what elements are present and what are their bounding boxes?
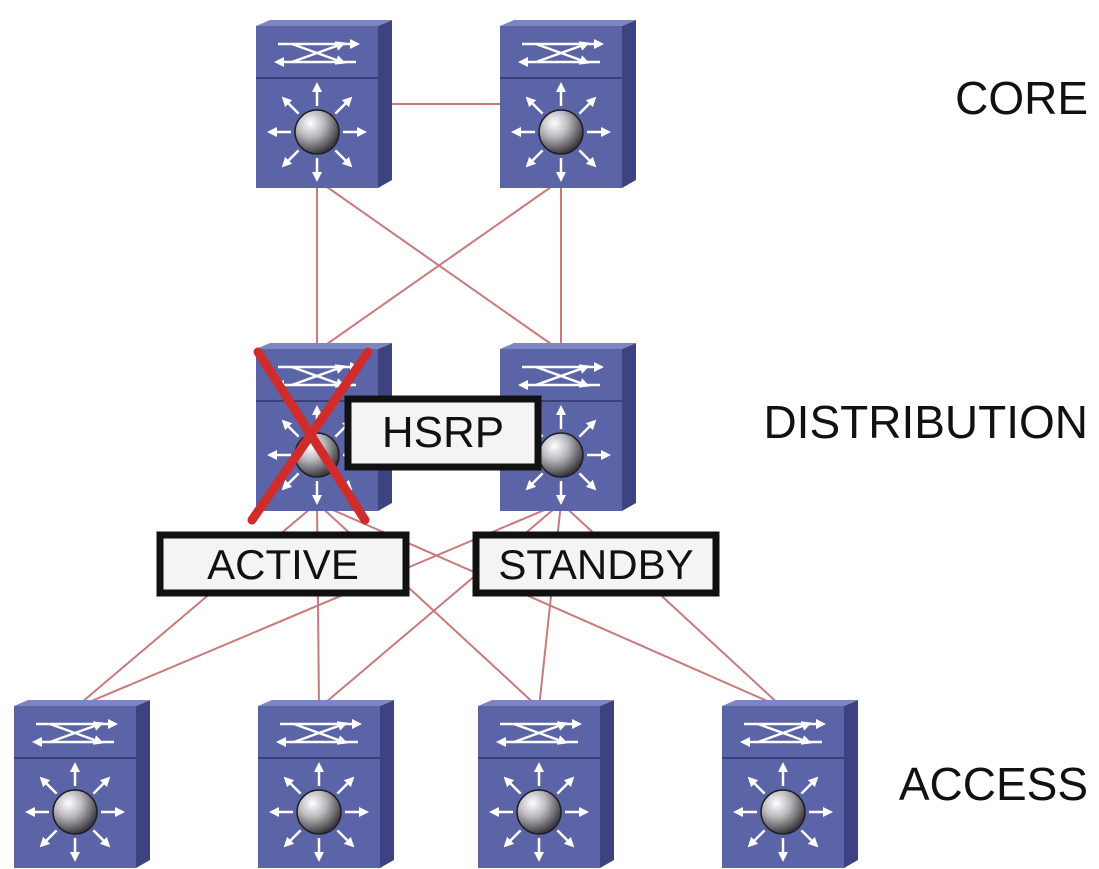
- failure-x-icon: [247, 347, 373, 525]
- active-label-text: ACTIVE: [207, 541, 359, 588]
- multilayer-switch-icon: [256, 20, 392, 188]
- active-label: ACTIVE: [156, 531, 410, 597]
- multilayer-switch-icon: [500, 20, 636, 188]
- switches-layer: [14, 20, 858, 868]
- link-core-2-dist-1: [316, 179, 562, 352]
- hsrp-label-text: HSRP: [382, 408, 504, 457]
- multilayer-switch-icon: [14, 700, 150, 868]
- layer-label-access: ACCESS: [899, 758, 1088, 810]
- multilayer-switch-icon: [478, 700, 614, 868]
- multilayer-switch-icon: [722, 700, 858, 868]
- layer-label-distribution: DISTRIBUTION: [763, 396, 1088, 448]
- hsrp-label: HSRP: [344, 395, 542, 471]
- multilayer-switch-icon: [258, 700, 394, 868]
- standby-label-text: STANDBY: [498, 541, 693, 588]
- layer-label-core: CORE: [955, 72, 1088, 124]
- standby-label: STANDBY: [472, 531, 720, 597]
